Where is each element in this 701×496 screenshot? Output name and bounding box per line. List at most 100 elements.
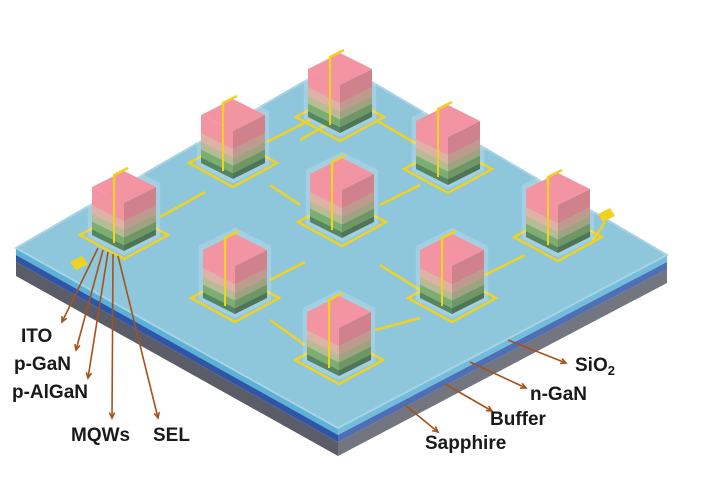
layer-right-4 [448, 163, 480, 185]
layer-right-2 [340, 95, 372, 120]
layer-right-2 [448, 147, 480, 172]
label-mqws: MQWs [71, 425, 131, 446]
layer-right-3 [448, 155, 480, 180]
layer-left-0 [308, 69, 340, 104]
wire-9 [374, 316, 421, 332]
leader-1 [75, 249, 104, 351]
ito-top-face [308, 53, 372, 85]
sio2-shell [198, 227, 272, 319]
layer-left-1 [307, 330, 339, 355]
contact-pad-right [598, 208, 615, 222]
layer-left-0 [526, 189, 558, 224]
p-electrode [112, 166, 129, 185]
layer-left-1 [526, 207, 558, 232]
micro-led-3 [401, 98, 495, 195]
layer-right-4 [340, 111, 372, 133]
layer-right-2 [558, 215, 590, 240]
layer-left-2 [201, 141, 233, 166]
layer-right-4 [124, 229, 156, 251]
layer-right-2 [339, 338, 371, 363]
leader-7 [444, 383, 493, 412]
layer-right-1 [452, 268, 484, 293]
layer-right-1 [235, 268, 267, 293]
layer-right-3 [124, 221, 156, 246]
layer-left-1 [416, 139, 448, 164]
leader-arrow-5 [559, 358, 568, 365]
ito-top-face [203, 234, 267, 266]
layer-right-2 [124, 213, 156, 238]
layer-left-1 [310, 192, 342, 217]
label-ito: ITO [21, 326, 53, 347]
layer-left-2 [310, 200, 342, 225]
leader-5 [507, 339, 567, 364]
micro-led-1 [293, 46, 387, 143]
layer-left-4 [526, 231, 558, 253]
leader-2 [87, 251, 109, 379]
p-electrode [327, 291, 344, 310]
micro-led-2 [186, 92, 280, 189]
layer-right-4 [339, 354, 371, 376]
n-gan-layer-front-right [338, 255, 667, 435]
buffer-layer-front-right [338, 262, 667, 442]
label-p-gan: p-GaN [14, 354, 71, 375]
layer-left-3 [201, 149, 233, 174]
layer-right-3 [558, 223, 590, 248]
layer-right-3 [339, 346, 371, 371]
layer-right-1 [448, 139, 480, 164]
layer-left-4 [92, 229, 124, 251]
layer-right-2 [452, 276, 484, 301]
layer-right-1 [339, 330, 371, 355]
layer-left-4 [307, 354, 339, 376]
layer-left-3 [420, 284, 452, 309]
sio2-shell [305, 151, 379, 243]
layer-left-2 [203, 276, 235, 301]
label-sapphire: Sapphire [425, 433, 507, 454]
layer-right-4 [233, 157, 265, 179]
layer-left-0 [201, 115, 233, 150]
leader-arrow-1 [74, 343, 81, 352]
p-electrode [546, 168, 563, 187]
micro-led-6 [511, 166, 605, 263]
ito-top-face [92, 171, 156, 203]
leader-arrow-8 [431, 426, 440, 434]
leader-6 [469, 361, 527, 389]
layer-left-1 [203, 268, 235, 293]
p-electrode [221, 94, 238, 113]
layer-right-1 [124, 205, 156, 230]
layer-right-0 [558, 189, 590, 224]
ito-top-face [416, 105, 480, 137]
wire-8 [484, 253, 526, 277]
leader-3 [111, 253, 114, 419]
layer-right-0 [340, 69, 372, 104]
ito-top-face [201, 99, 265, 131]
sapphire-layer-front-right [338, 269, 667, 456]
p-electrode [330, 153, 347, 172]
ito-top-face [307, 296, 371, 328]
wire-2 [375, 118, 421, 148]
sio2-shell [521, 166, 595, 258]
leader-arrow-2 [85, 372, 93, 380]
layer-right-0 [235, 250, 267, 285]
ito-top-face [310, 158, 374, 190]
layer-left-2 [420, 276, 452, 301]
label-buffer: Buffer [490, 409, 546, 430]
layer-right-3 [235, 284, 267, 309]
layer-right-4 [342, 216, 374, 238]
layer-left-0 [203, 250, 235, 285]
leader-0 [61, 247, 99, 323]
label-sio2: SiO2 [575, 355, 615, 378]
leader-arrow-4 [153, 411, 161, 420]
label-sel: SEL [153, 425, 190, 446]
layer-right-3 [342, 208, 374, 233]
sio2-shell [302, 289, 376, 381]
leader-4 [117, 255, 159, 419]
sapphire-layer-front-left [16, 262, 338, 456]
sio2-shell [87, 164, 161, 256]
micro-led-array [77, 46, 605, 386]
layer-left-4 [416, 163, 448, 185]
sio2-shell [415, 227, 489, 319]
wire-3 [159, 190, 206, 219]
leader-arrow-0 [61, 315, 68, 324]
layer-right-0 [233, 115, 265, 150]
leader-arrow-3 [108, 412, 116, 420]
